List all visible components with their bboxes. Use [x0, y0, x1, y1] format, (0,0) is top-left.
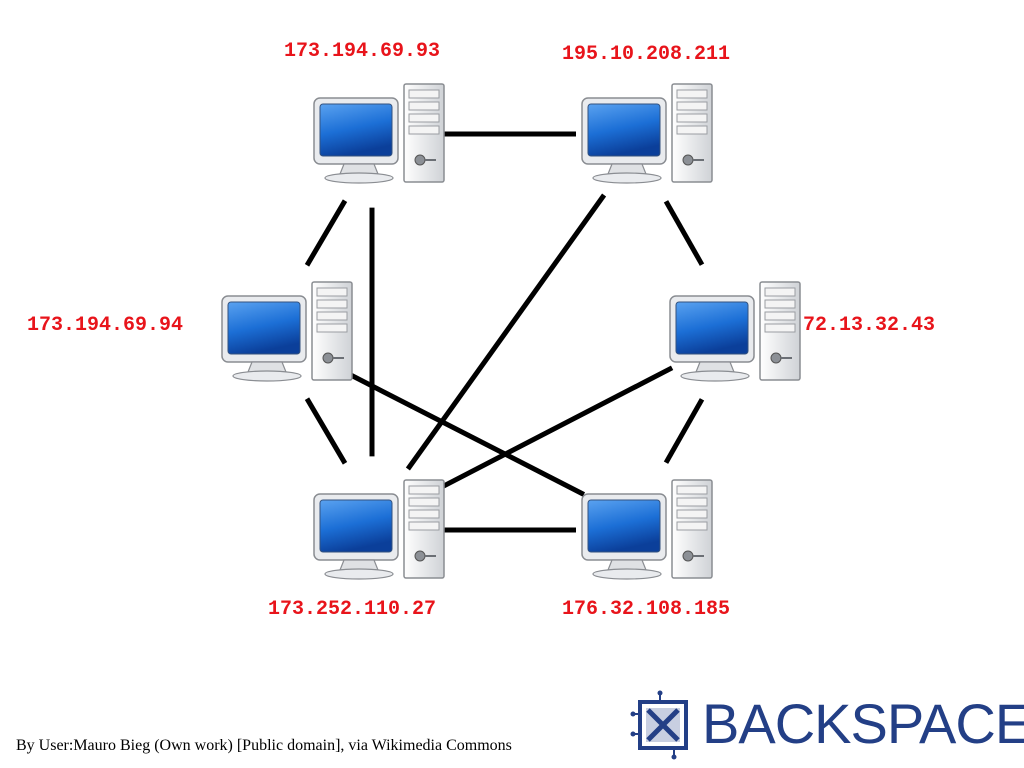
backspace-logo: BACKSPACE [630, 690, 1024, 760]
nodes-layer [221, 83, 801, 580]
network-link [304, 199, 348, 267]
node-ip-label: 195.10.208.211 [562, 43, 731, 66]
node-ip-label: 173.194.69.94 [27, 314, 184, 337]
network-link [426, 365, 674, 497]
network-link [304, 397, 348, 465]
links-layer [304, 131, 705, 533]
network-link [334, 365, 586, 497]
node-ip-label: 173.194.69.93 [284, 40, 441, 63]
network-link [405, 193, 607, 471]
node-ip-label: 72.13.32.43 [803, 314, 936, 337]
desktop-computer-icon [313, 83, 445, 184]
network-link [663, 398, 705, 464]
network-link [663, 200, 705, 266]
desktop-computer-icon [581, 83, 713, 184]
attribution-credit: By User:Mauro Bieg (Own work) [Public do… [16, 737, 512, 754]
desktop-computer-icon [581, 479, 713, 580]
desktop-computer-icon [221, 281, 353, 382]
node-ip-label: 173.252.110.27 [268, 598, 437, 621]
desktop-computer-icon [669, 281, 801, 382]
logo-wordmark: BACKSPACE [702, 692, 1024, 755]
desktop-computer-icon [313, 479, 445, 580]
backspace-logo-icon [630, 690, 688, 760]
node-ip-label: 176.32.108.185 [562, 598, 731, 621]
